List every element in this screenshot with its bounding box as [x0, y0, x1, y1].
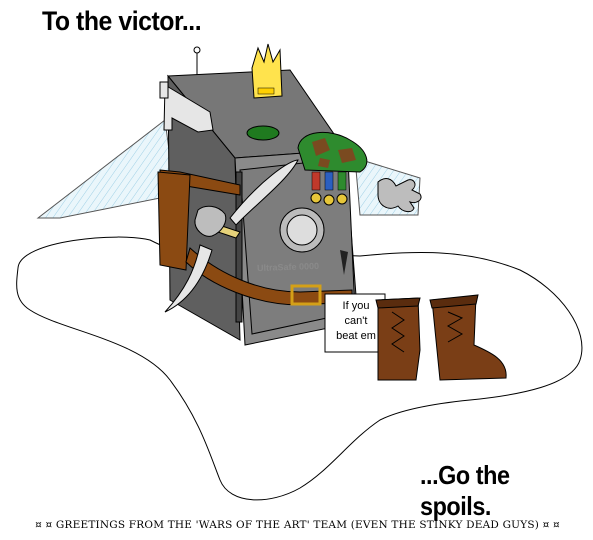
belt-buckle [290, 284, 322, 306]
medals [310, 171, 348, 206]
left-wing [36, 119, 176, 219]
camo-beret [297, 131, 368, 173]
boot-right [429, 294, 507, 381]
sign-line: can't [344, 315, 368, 327]
antenna-tip [193, 46, 201, 54]
sign-text: If you can't beat em [330, 299, 382, 344]
sign-line: If you [342, 300, 370, 312]
caption-top: To the victor... [42, 6, 202, 36]
knife-blade [164, 244, 213, 313]
footer-greeting: ¤ ¤ GREETINGS FROM THE 'WARS OF THE ART'… [35, 519, 560, 531]
left-hand [194, 205, 227, 237]
boot-left [375, 297, 421, 381]
pistol [159, 81, 214, 133]
right-hand [377, 178, 422, 213]
sword-blade [229, 159, 299, 226]
caption-bottom: ...Go the spoils. [420, 460, 510, 521]
sign-line: beat em [336, 330, 376, 342]
safe-handle [340, 250, 348, 275]
holster [157, 171, 191, 271]
door-hinge [235, 171, 243, 323]
crown [251, 43, 283, 99]
green-cap [246, 125, 280, 141]
